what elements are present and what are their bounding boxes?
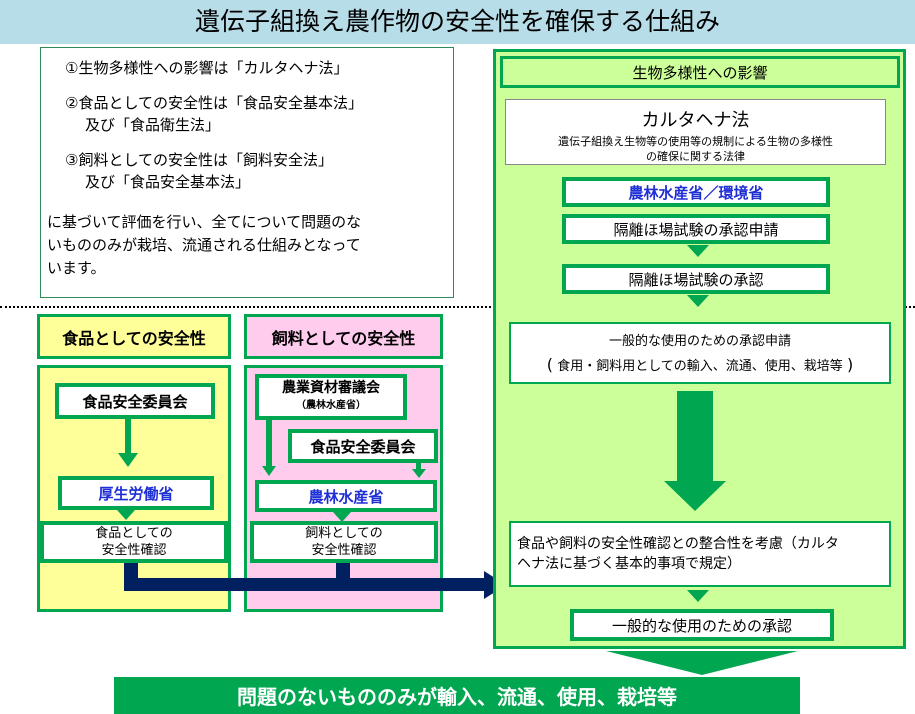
bio-consistency-line2: ヘナ法に基づく基本的事項で規定） (517, 556, 741, 572)
feed-ministry-box: 農林水産省 (255, 480, 437, 512)
biodiversity-header: 生物多様性への影響 (500, 56, 900, 88)
intro-item-3-line2: 及び「食品安全基本法」 (85, 173, 251, 191)
bio-consistency-box: 食品や飼料の安全性確認との整合性を考慮（カルタ ヘナ法に基づく基本的事項で規定） (509, 521, 891, 587)
navy-connector-bar (124, 578, 486, 591)
feed-council-arrow-shaft (266, 420, 272, 468)
food-arrow-head (118, 453, 138, 467)
bottom-chevron-arrow (606, 651, 798, 675)
bio-general-application-detail: 食用・飼料用としての輸入、流通、使用、栽培等 (557, 359, 843, 374)
page-title: 遺伝子組換え農作物の安全性を確保する仕組み (0, 0, 915, 44)
feed-confirm-line1: 飼料としての (305, 526, 383, 541)
food-arrow-shaft (125, 419, 131, 455)
cartagena-law-desc-line2: の確保に関する法律 (646, 150, 745, 163)
bio-arrow-2 (687, 295, 709, 307)
cartagena-law-desc-line1: 遺伝子組換え生物等の使用等の規制による生物の多様性 (558, 135, 833, 148)
bio-big-arrow-head (664, 481, 726, 511)
feed-committee-arrow-head (412, 469, 426, 478)
bio-big-arrow-shaft (677, 391, 713, 483)
cartagena-law-box: カルタヘナ法 遺伝子組換え生物等の使用等の規制による生物の多様性 の確保に関する… (505, 99, 886, 165)
feed-ministry-arrow (333, 512, 351, 522)
bottom-banner: 問題のないもののみが輸入、流通、使用、栽培等 (114, 677, 800, 714)
intro-summary-line2: いもののみが栽培、流通される仕組みとなって (47, 236, 361, 254)
bio-arrow-3 (687, 590, 709, 602)
feed-council-sub: （農林水産省） (296, 400, 366, 411)
food-safety-header: 食品としての安全性 (37, 314, 231, 359)
intro-item-1: ①生物多様性への影響は「カルタヘナ法」 (65, 59, 349, 77)
food-committee-box: 食品安全委員会 (55, 383, 215, 419)
bio-general-application-line1: 一般的な使用のための承認申請 (608, 334, 791, 349)
intro-box: ①生物多様性への影響は「カルタヘナ法」 ②食品としての安全性は「食品安全基本法」… (40, 47, 454, 298)
food-confirm-box: 食品としての 安全性確認 (40, 521, 228, 563)
bio-consistency-line1: 食品や飼料の安全性確認との整合性を考慮（カルタ (517, 536, 839, 552)
feed-council-arrow-head (262, 466, 276, 476)
bio-step-field-test-application: 隔離ほ場試験の承認申請 (562, 214, 830, 244)
bio-final-approval-box: 一般的な使用のための承認 (570, 609, 834, 641)
feed-confirm-box: 飼料としての 安全性確認 (250, 521, 438, 563)
feed-confirm-line2: 安全性確認 (311, 543, 377, 558)
intro-item-3-line1: ③飼料としての安全性は「飼料安全法」 (65, 151, 333, 169)
intro-item-2-line1: ②食品としての安全性は「食品安全基本法」 (65, 94, 363, 112)
feed-safety-header: 飼料としての安全性 (244, 314, 443, 359)
bio-general-application-line2: ( 食用・飼料用としての輸入、流通、使用、栽培等 ) (546, 355, 854, 374)
bio-step-field-test-approval: 隔離ほ場試験の承認 (562, 264, 830, 294)
food-confirm-line2: 安全性確認 (101, 543, 167, 558)
bio-ministries-box: 農林水産省／環境省 (562, 177, 830, 207)
intro-summary-line3: います。 (47, 259, 106, 277)
bio-arrow-1 (687, 245, 709, 257)
food-confirm-line1: 食品としての (95, 526, 173, 541)
feed-council-box: 農業資材審議会 （農林水産省） (255, 374, 407, 420)
section-divider (0, 306, 915, 308)
feed-committee-arrow-shaft (416, 463, 421, 471)
bio-general-application-box: 一般的な使用のための承認申請 ( 食用・飼料用としての輸入、流通、使用、栽培等 … (509, 322, 891, 384)
food-ministry-box: 厚生労働省 (58, 476, 214, 510)
food-ministry-arrow (117, 510, 135, 520)
cartagena-law-title: カルタヘナ法 (641, 110, 750, 131)
intro-item-2-line2: 及び「食品衛生法」 (85, 116, 221, 134)
feed-committee-box: 食品安全委員会 (288, 429, 438, 463)
feed-council-label: 農業資材審議会 (282, 380, 380, 396)
intro-summary-line1: に基づいて評価を行い、全てについて問題のな (47, 213, 362, 231)
